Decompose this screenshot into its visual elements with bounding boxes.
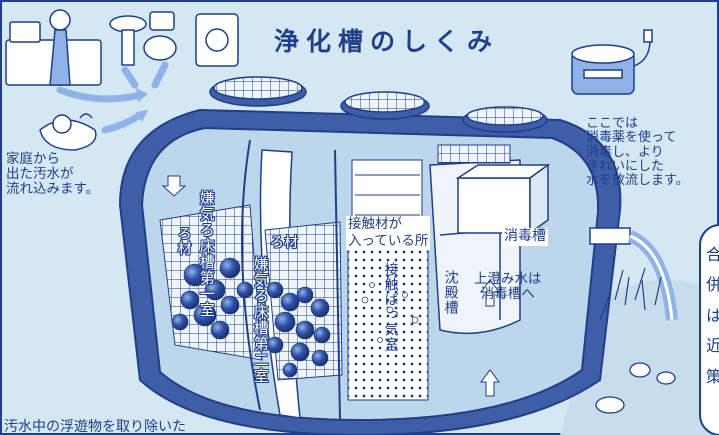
settling-tank-label: 沈殿槽 [442, 270, 459, 315]
supernatant-label: 上澄み水は 消毒槽へ [474, 271, 542, 303]
outflow-pipe [589, 227, 678, 321]
inflow-arrows [56, 61, 169, 134]
blower-illustration [571, 29, 653, 95]
disinfect-note: ここでは 消毒薬を使って 消毒し、より きれいにした 水を放流します。 [586, 116, 689, 189]
filter-media-balls [171, 257, 331, 378]
fish-illustration [595, 362, 676, 414]
disinfection-box [455, 163, 551, 235]
inflow-arrowheads [136, 88, 148, 122]
contact-media-label: 接触材が 入っている所 [346, 216, 431, 251]
bottom-note: 汚水中の浮遊物を取り除いた [4, 419, 186, 435]
disinfection-tank-label: 消毒槽 [502, 228, 548, 246]
grass [599, 267, 662, 321]
filter-media-label-1: ろ材 [175, 226, 192, 256]
anaerobic-chamber-2-label: 嫌気ろ床槽第二室 [251, 256, 270, 384]
bath-person-illustration [39, 113, 97, 151]
household-appliances-illustration [5, 9, 239, 86]
right-panel [699, 224, 719, 435]
manhole-covers [209, 76, 548, 133]
flow-arrows [161, 175, 500, 397]
inflow-label: 家庭から 出た汚水が 流れ込みます。 [6, 151, 100, 198]
aeration-chamber-label: 接触ばっ気室 [382, 262, 399, 352]
page-title: 浄化槽のしくみ [274, 27, 500, 56]
filter-media-label-2: ろ材 [270, 235, 298, 251]
air-bubbles [361, 282, 419, 343]
right-panel-text: 合 併 は 近 策 [706, 245, 719, 386]
anaerobic-chamber-1-label: 嫌気ろ床槽第一室 [197, 190, 216, 318]
